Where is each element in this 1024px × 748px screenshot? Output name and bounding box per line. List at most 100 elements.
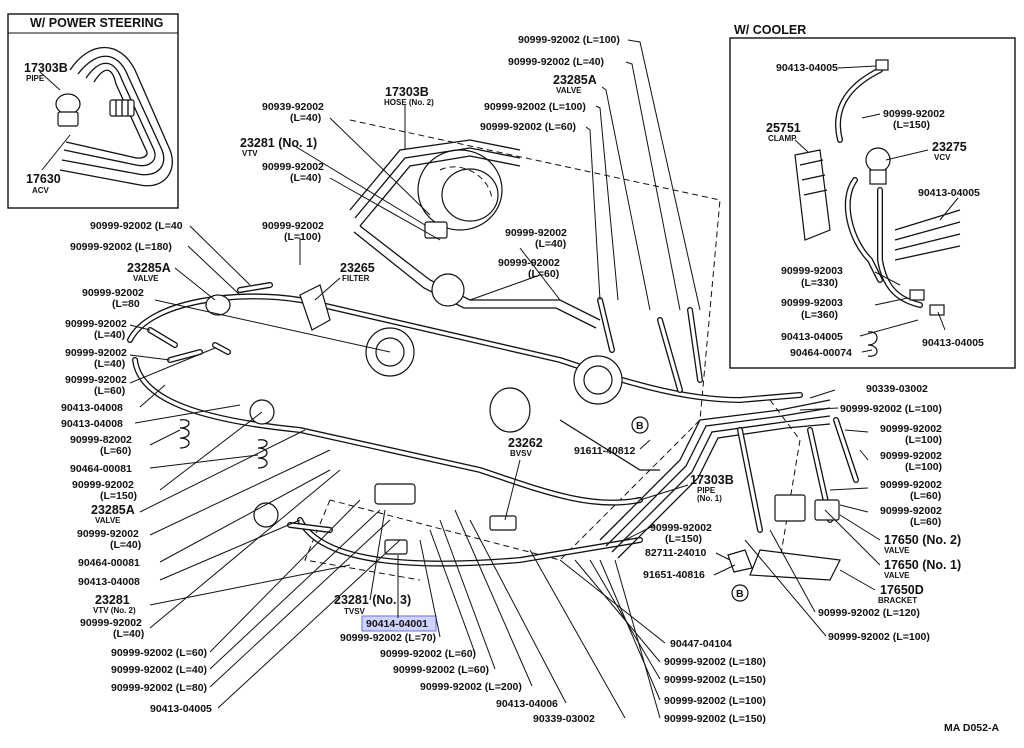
part-label: 23281 (No. 1): [240, 136, 317, 150]
part-label: VALVE: [95, 516, 121, 525]
part-label: 90999-92002 (L=60): [480, 121, 576, 133]
part-label: 90999-92002 (L=100): [828, 631, 930, 643]
part-label: (L=40): [535, 238, 566, 250]
part-label: 90999-92002: [262, 220, 324, 232]
part-label: 90413-04005: [922, 337, 984, 349]
part-label: (L=40): [290, 172, 321, 184]
part-label: 23265: [340, 261, 375, 275]
part-label: 90413-04008: [78, 576, 140, 588]
part-label: (L=150): [893, 119, 930, 131]
part-label: 90999-92002: [72, 479, 134, 491]
part-label: 90999-92002: [505, 227, 567, 239]
part-label: 90999-92002 (L=180): [70, 241, 172, 253]
part-label: 90999-92002 (L=40): [508, 56, 604, 68]
part-label: 90999-92003: [781, 265, 843, 277]
part-label: 90999-92002: [65, 374, 127, 386]
part-label: 90413-04005: [781, 331, 843, 343]
part-label: 90413-04008: [61, 418, 123, 430]
part-label: VCV: [934, 153, 951, 162]
part-label: VALVE: [884, 571, 910, 580]
part-label: 17650 (No. 2): [884, 533, 961, 547]
part-label: ACV: [32, 186, 50, 195]
part-label: (L=360): [801, 309, 838, 321]
leader-lines: [129, 39, 881, 719]
part-label: 90999-92002 (L=40): [111, 664, 207, 676]
part-label: 90999-92002: [262, 161, 324, 173]
part-label-highlighted: 90414-04001: [366, 618, 428, 630]
part-label: 90999-92002 (L=80): [111, 682, 207, 694]
drawing-code: MA D052-A: [944, 722, 999, 734]
part-label: VTV: [242, 149, 258, 158]
part-label: 90339-03002: [533, 713, 595, 725]
part-label: PIPE: [697, 486, 716, 495]
part-label: 90999-92002 (L=150): [664, 674, 766, 686]
part-label: 23275: [932, 140, 967, 154]
part-label: 90999-92002: [77, 528, 139, 540]
part-label: 90999-92002: [498, 257, 560, 269]
part-label: BRACKET: [878, 596, 917, 605]
part-label: 23285A: [553, 73, 597, 87]
part-label: (L=100): [905, 434, 942, 446]
part-label: 90464-00081: [70, 463, 132, 475]
part-label: 17650 (No. 1): [884, 558, 961, 572]
part-label: 23262: [508, 436, 543, 450]
part-label: (L=40): [110, 539, 141, 551]
part-label: 23281 (No. 3): [334, 593, 411, 607]
part-label: 90999-92002 (L=60): [393, 664, 489, 676]
part-label: CLAMP: [768, 134, 797, 143]
main-assembly: B B: [127, 119, 859, 632]
part-label: HOSE (No. 2): [384, 98, 434, 107]
part-label: VALVE: [133, 274, 159, 283]
part-label: 90999-92002 (L=100): [484, 101, 586, 113]
part-label: 90999-92002: [883, 108, 945, 120]
part-label: 90999-92002 (L=100): [840, 403, 942, 415]
part-label: 90999-92002: [880, 479, 942, 491]
part-label: 90999-92002 (L=70): [340, 632, 436, 644]
part-label: (L=40): [290, 112, 321, 124]
part-label: 90464-00081: [78, 557, 140, 569]
part-label: 90999-92002 (L=60): [380, 648, 476, 660]
part-label: VTV (No. 2): [93, 606, 136, 615]
part-label: TVSV: [344, 607, 366, 616]
part-label: 25751: [766, 121, 801, 135]
marker-b: B: [736, 588, 744, 600]
part-label: (L=80: [112, 298, 140, 310]
part-label: (L=60): [528, 268, 559, 280]
part-label: 90999-92002: [880, 505, 942, 517]
part-label: 90999-92002: [880, 450, 942, 462]
part-label: (L=100): [905, 461, 942, 473]
part-labels: 17303B PIPE 17630 ACV 90413-04005 90999-…: [24, 34, 999, 734]
inset-power-steering: W/ POWER STEERING: [7, 13, 179, 209]
part-label: (L=150): [100, 490, 137, 502]
part-label: (L=60): [910, 490, 941, 502]
marker-b: B: [636, 420, 644, 432]
part-label: 90939-92002: [262, 101, 324, 113]
part-label: 90999-92002 (L=180): [664, 656, 766, 668]
part-label: 90999-92002: [82, 287, 144, 299]
part-label: 17303B: [24, 61, 68, 75]
part-label: 90999-92002: [880, 423, 942, 435]
part-label: (L=100): [284, 231, 321, 243]
part-label: 90999-92003: [781, 297, 843, 309]
part-label: 90999-92002 (L=120): [818, 607, 920, 619]
part-label: 90999-92002 (L=40: [90, 220, 183, 232]
part-label: 90413-04005: [918, 187, 980, 199]
part-label: PIPE: [26, 74, 45, 83]
inset-cooler: W/ COOLER: [729, 23, 1016, 369]
part-label: 91611-40812: [574, 445, 635, 457]
part-label: 23285A: [127, 261, 171, 275]
inset-title: W/ COOLER: [734, 23, 806, 37]
part-label: 90413-04008: [61, 402, 123, 414]
part-label: VALVE: [884, 546, 910, 555]
part-label: 82711-24010: [645, 547, 706, 559]
part-label: 90464-00074: [790, 347, 852, 359]
part-label: 17303B: [385, 85, 429, 99]
part-label: 90413-04005: [150, 703, 212, 715]
part-label: 90999-82002: [70, 434, 132, 446]
part-label: (L=40): [94, 358, 125, 370]
part-label: 23285A: [91, 503, 135, 517]
part-label: VALVE: [556, 86, 582, 95]
part-label: 17303B: [690, 473, 734, 487]
part-label: 90999-92002 (L=150): [664, 713, 766, 725]
